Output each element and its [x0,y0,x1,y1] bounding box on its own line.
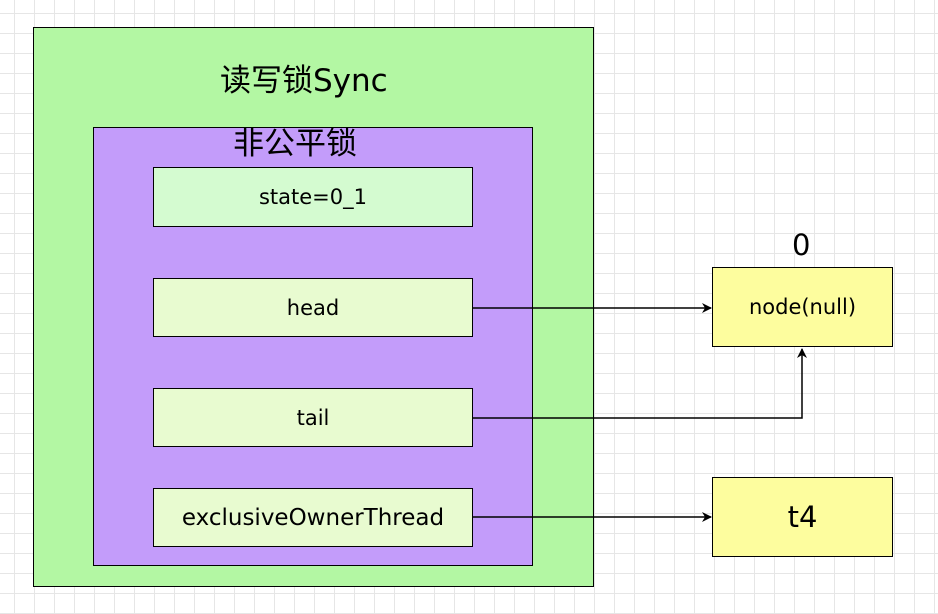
node-index-label: 0 [792,228,811,262]
thread-t4-box: t4 [712,477,893,557]
exclusive-owner-thread-field: exclusiveOwnerThread [153,488,473,547]
inner-title: 非公平锁 [233,126,357,162]
null-node-box: node(null) [712,267,893,347]
tail-field: tail [153,388,473,447]
head-field: head [153,278,473,337]
outer-title: 读写锁Sync [220,63,388,99]
state-field: state=0_1 [153,167,473,227]
